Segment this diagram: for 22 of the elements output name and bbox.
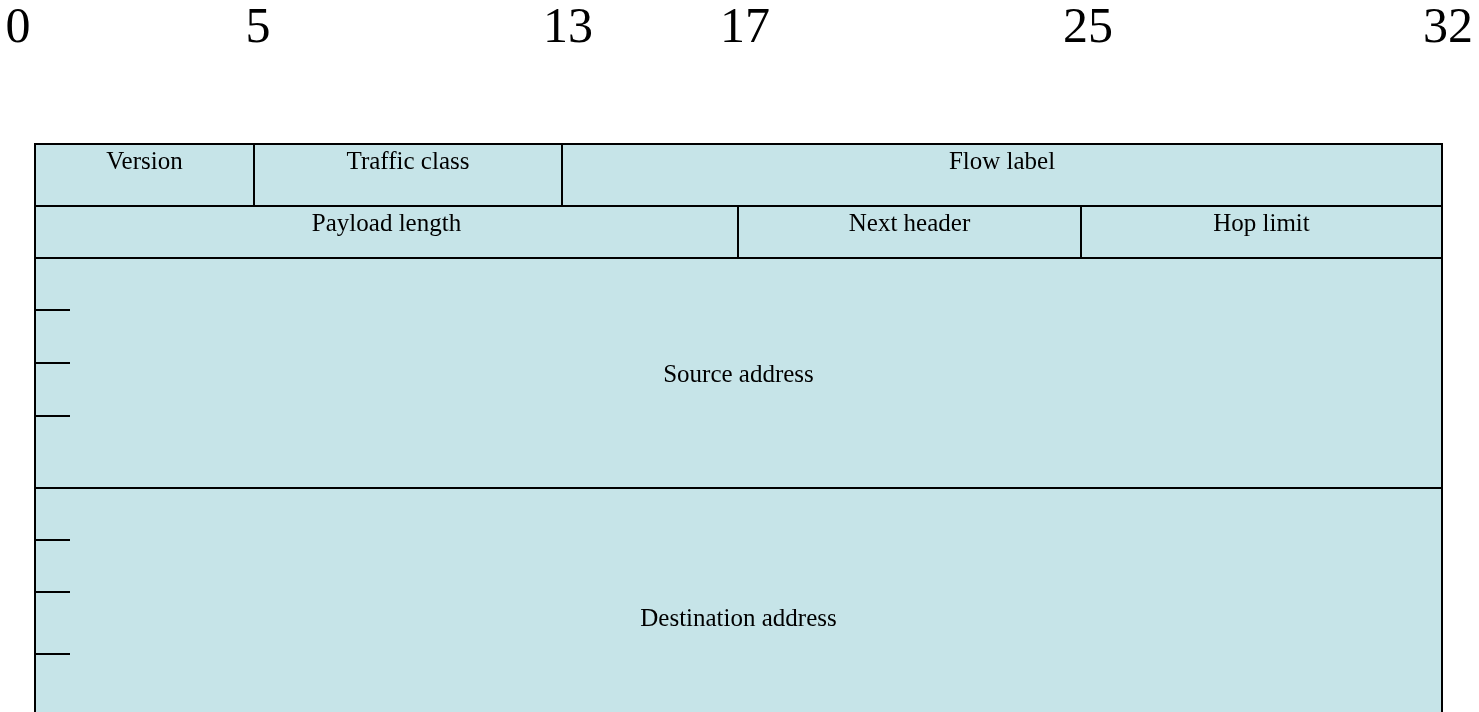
bit-number: 25 — [1063, 0, 1113, 50]
bit-number: 32 — [1423, 0, 1473, 50]
field-label: Destination address — [640, 604, 837, 630]
header-field — [34, 257, 1443, 489]
bit-number: 0 — [5, 0, 31, 50]
header-field — [34, 487, 1443, 712]
bit-number: 5 — [245, 0, 271, 50]
bit-number: 17 — [720, 0, 770, 50]
field-label: Flow label — [948, 148, 1056, 173]
field-label: Payload length — [311, 210, 462, 235]
field-label: Hop limit — [1213, 210, 1310, 235]
bit-number: 13 — [543, 0, 593, 50]
header-field — [34, 205, 739, 259]
field-label: Version — [106, 148, 183, 173]
field-label: Source address — [663, 360, 814, 386]
field-label: Traffic class — [346, 148, 470, 173]
header-field — [34, 143, 255, 207]
header-field — [253, 143, 563, 207]
header-field — [737, 205, 1082, 259]
header-field — [1080, 205, 1443, 259]
header-field — [561, 143, 1443, 207]
field-label: Next header — [848, 210, 971, 235]
